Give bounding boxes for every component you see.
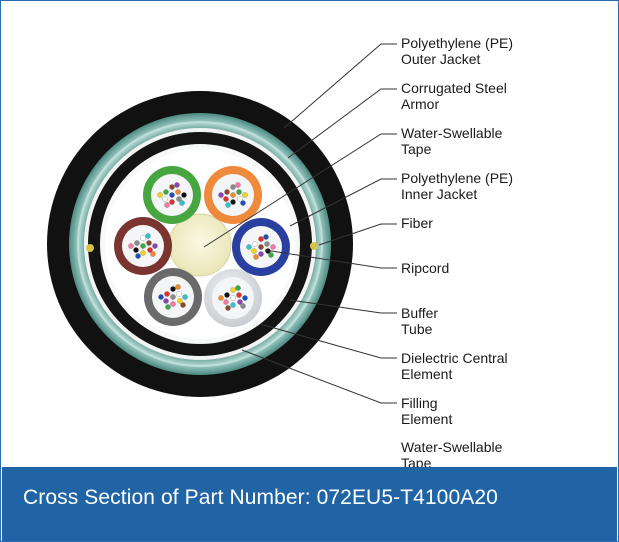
fiber-strand xyxy=(181,192,187,198)
fiber-strand xyxy=(128,243,134,249)
fiber-strand xyxy=(237,196,243,202)
figure-caption: Cross Section of Part Number: 072EU5-T41… xyxy=(23,486,498,509)
fiber-strand xyxy=(145,233,151,239)
fiber-strand xyxy=(258,236,264,242)
fiber-strand xyxy=(170,294,176,300)
fiber-strand xyxy=(140,243,146,249)
fiber-strand xyxy=(158,294,164,300)
label-buffer-tube: Buffer Tube xyxy=(401,305,439,337)
leader-fiber xyxy=(318,223,397,246)
fiber-strand xyxy=(237,299,243,305)
fiber-strand xyxy=(162,196,168,202)
fiber-strand xyxy=(169,199,175,205)
label-water-swellable-tape-2: Water-Swellable Tape xyxy=(401,439,503,469)
fiber-strand xyxy=(270,244,276,250)
fiber-strand xyxy=(236,189,242,195)
fiber-strand xyxy=(163,298,169,304)
fiber-strand xyxy=(175,284,181,290)
fiber-strand xyxy=(135,253,141,259)
leader-filling-element xyxy=(241,349,397,404)
fiber-strand xyxy=(230,184,236,190)
fiber-strand xyxy=(242,192,248,198)
leader-armor xyxy=(287,88,397,159)
fiber-strand xyxy=(140,250,146,256)
leader-central-element xyxy=(259,323,397,359)
fiber-strand xyxy=(225,305,231,311)
fiber-strand xyxy=(179,200,185,206)
leader-buffer-tube xyxy=(289,299,397,314)
fiber-strand xyxy=(182,294,188,300)
fiber-strand xyxy=(230,287,236,293)
fiber-strand xyxy=(224,189,230,195)
fiber-strand xyxy=(253,254,259,260)
fiber-strand xyxy=(224,292,230,298)
fiber-strand xyxy=(174,182,180,188)
fiber-strand xyxy=(230,199,236,205)
fiber-strand xyxy=(218,192,224,198)
fiber-strand xyxy=(263,234,269,240)
fiber-strand xyxy=(225,202,231,208)
fiber-strand xyxy=(240,303,246,309)
fiber-strand xyxy=(134,240,140,246)
fiber-strand xyxy=(246,244,252,250)
fiber-strand xyxy=(157,192,163,198)
fiber-strand xyxy=(170,286,176,292)
cable-cross-section-diagram xyxy=(47,43,397,404)
fiber-strand xyxy=(236,292,242,298)
fiber-strand xyxy=(150,251,156,257)
ripcord-right xyxy=(310,242,318,250)
fiber-strand xyxy=(223,196,229,202)
fiber-strand xyxy=(242,295,248,301)
label-filling-element: Filling Element xyxy=(401,395,453,427)
fiber-strand xyxy=(230,295,236,301)
fiber-strand xyxy=(169,192,175,198)
fiber-strand xyxy=(252,241,258,247)
fiber-strand xyxy=(147,247,153,253)
fiber-strand xyxy=(176,291,182,297)
fiber-strand xyxy=(218,295,224,301)
fiber-strand xyxy=(240,200,246,206)
fiber-strand xyxy=(235,285,241,291)
fiber-strand xyxy=(170,301,176,307)
fiber-strand xyxy=(169,184,175,190)
fiber-strand xyxy=(251,248,257,254)
fiber-strand xyxy=(177,298,183,304)
fiber-strand xyxy=(235,182,241,188)
caption-bar: Cross Section of Part Number: 072EU5-T41… xyxy=(2,467,617,541)
fiber-strand xyxy=(264,241,270,247)
fiber-strand xyxy=(146,240,152,246)
leader-lines xyxy=(203,43,397,404)
fiber-strand xyxy=(230,192,236,198)
fiber-strand xyxy=(258,251,264,257)
label-central-element: Dielectric Central Element xyxy=(401,350,508,382)
label-outer-jacket: Polyethylene (PE) Outer Jacket xyxy=(401,35,514,67)
fiber-strand xyxy=(152,243,158,249)
fiber-strand xyxy=(140,235,146,241)
fiber-strand xyxy=(164,202,170,208)
fiber-strand xyxy=(165,304,171,310)
leader-ripcord xyxy=(264,249,397,269)
label-inner-jacket: Polyethylene (PE) Inner Jacket xyxy=(401,170,514,202)
fiber-strand xyxy=(163,189,169,195)
leader-swell-tape xyxy=(203,133,397,248)
fiber-strand xyxy=(258,244,264,250)
fiber-strand xyxy=(223,299,229,305)
label-fiber: Fiber xyxy=(401,215,433,231)
ripcord-left xyxy=(86,244,94,252)
fiber-strand xyxy=(180,302,186,308)
fiber-strand xyxy=(176,196,182,202)
fiber-strand xyxy=(175,189,181,195)
fiber-strand xyxy=(133,247,139,253)
fiber-strand xyxy=(164,291,170,297)
fiber-strand xyxy=(230,302,236,308)
leader-inner-jacket xyxy=(289,178,397,227)
fiber-bundles xyxy=(128,182,276,311)
fiber-strand xyxy=(268,252,274,258)
label-water-swellable-tape: Water-Swellable Tape xyxy=(401,125,503,157)
leader-outer-jacket xyxy=(283,43,397,129)
label-armor: Corrugated Steel Armor xyxy=(401,80,507,112)
label-ripcord: Ripcord xyxy=(401,260,450,276)
